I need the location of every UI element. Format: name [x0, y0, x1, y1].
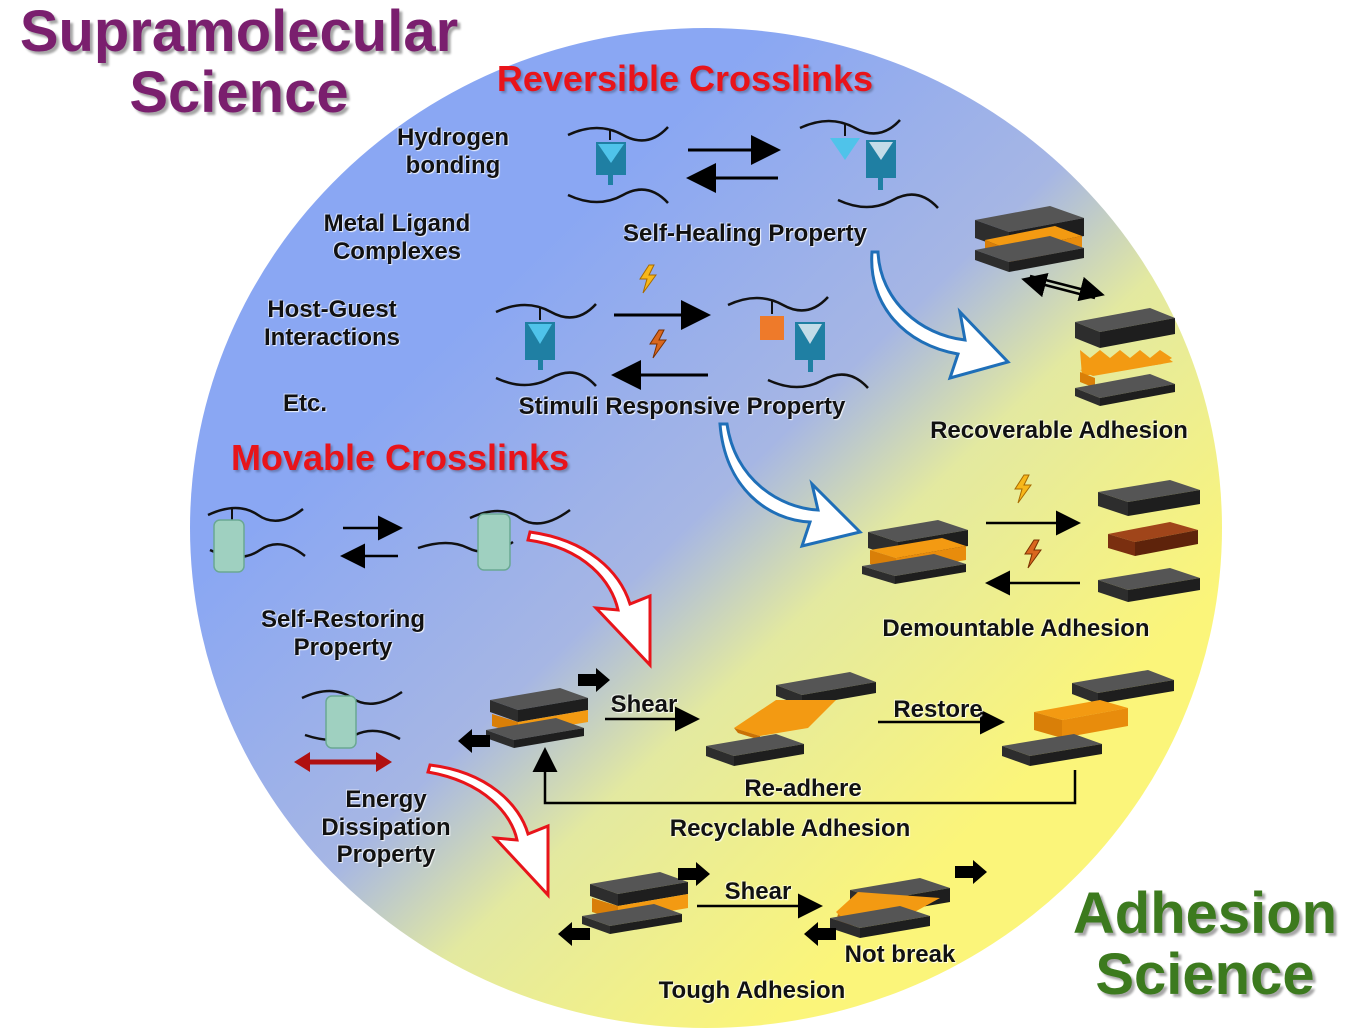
shear-label: Shear: [610, 691, 678, 718]
recyclable-adhesion-label: Recyclable Adhesion: [669, 815, 911, 842]
etc-label: Etc.: [282, 390, 327, 417]
curved-arrow-icon: [526, 530, 652, 669]
receptor-shape: [596, 142, 626, 185]
shear-label: Shear: [724, 878, 792, 905]
self-restoring-label: Self-Restoring Property: [240, 606, 446, 661]
double-arrow-red-icon: [294, 752, 392, 772]
reversible-crosslinks-heading: Reversible Crosslinks: [496, 58, 874, 99]
tough-plates-sheared: [830, 878, 950, 938]
title-line: Supramolecular: [19, 0, 459, 64]
label-line: Property: [336, 841, 436, 869]
label-line: Host-Guest: [267, 296, 397, 323]
label-line: Property: [293, 633, 393, 661]
recyclable-plates-restored: [1002, 670, 1174, 766]
recyclable-plates-joined: [486, 688, 588, 748]
push-arrow-icon: [458, 729, 490, 753]
tough-adhesion-label: Tough Adhesion: [658, 977, 846, 1004]
label-line: Interactions: [263, 323, 401, 351]
stimuli-responsive-label: Stimuli Responsive Property: [518, 393, 846, 420]
curved-arrow-icon: [718, 422, 863, 549]
energy-dissipation-label: Energy Dissipation Property: [306, 786, 466, 869]
metal-ligand-label: Metal Ligand Complexes: [305, 210, 489, 265]
push-arrow-icon: [558, 922, 590, 946]
title-line: Science: [1095, 941, 1315, 1007]
push-arrow-icon: [678, 862, 710, 886]
adhesion-science-title: Adhesion Science: [1060, 881, 1350, 1007]
demountable-plates-joined: [862, 520, 968, 584]
recoverable-plates-separated: [1075, 308, 1175, 406]
curved-arrow-icon: [870, 250, 1011, 381]
movable-crosslinks-heading: Movable Crosslinks: [230, 437, 570, 478]
self-healing-bonded-molecule: [567, 126, 669, 204]
push-arrow-icon: [578, 668, 610, 692]
curved-arrow-icon: [426, 763, 550, 899]
title-line: Adhesion: [1072, 881, 1338, 946]
readhere-return-line: [532, 747, 1077, 805]
title-line: Science: [129, 59, 349, 125]
label-line: Complexes: [332, 237, 462, 265]
host-guest-label: Host-Guest Interactions: [248, 296, 416, 351]
recyclable-plates-sheared: [706, 672, 876, 766]
hydrogen-bonding-label: Hydrogen bonding: [380, 124, 526, 179]
demountable-plates-separated: [1098, 480, 1200, 602]
readhere-label: Re-adhere: [744, 775, 862, 802]
supramolecular-science-title: Supramolecular Science: [4, 0, 474, 125]
tough-plates-joined: [582, 872, 688, 934]
push-arrow-icon: [955, 860, 987, 884]
demountable-adhesion-label: Demountable Adhesion: [882, 615, 1150, 642]
self-healing-label: Self-Healing Property: [622, 220, 868, 247]
label-line: Dissipation: [321, 813, 451, 841]
label-line: Energy: [345, 786, 427, 813]
label-line: Hydrogen: [396, 124, 509, 151]
ring-molecule: [213, 519, 245, 573]
restore-label: Restore: [893, 696, 983, 723]
not-break-label: Not break: [844, 941, 956, 968]
label-line: Self-Restoring: [260, 606, 425, 633]
label-line: Metal Ligand: [323, 210, 471, 237]
recoverable-plates-joined: [975, 206, 1084, 272]
push-arrow-icon: [804, 922, 836, 946]
guest-orange-block: [760, 316, 784, 340]
equilibrium-arrows-icon: [686, 135, 781, 193]
label-line: bonding: [405, 151, 501, 179]
recoverable-adhesion-label: Recoverable Adhesion: [930, 417, 1188, 444]
